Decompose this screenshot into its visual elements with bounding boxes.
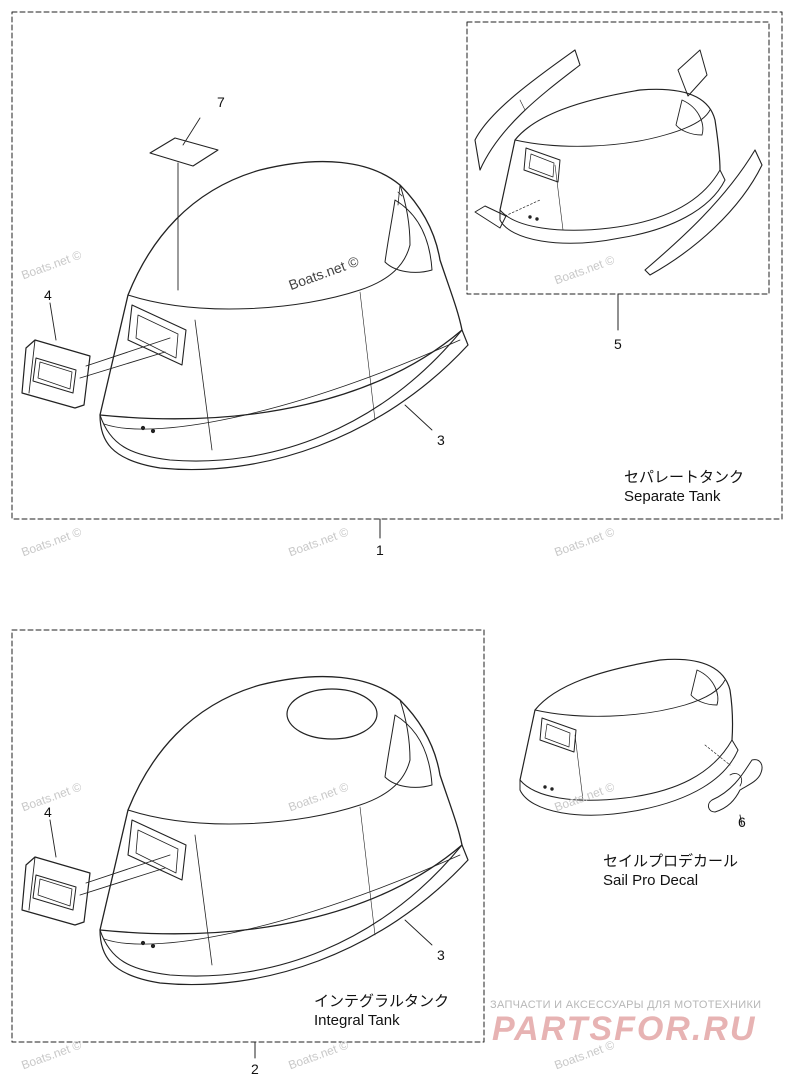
caption-separate-tank: セパレートタンク Separate Tank — [624, 468, 744, 506]
banner-tagline: ЗАПЧАСТИ И АКСЕССУАРЫ ДЛЯ МОТОТЕХНИКИ — [490, 999, 762, 1011]
top-cowling-integral — [99, 675, 469, 986]
assembly-5-frame — [466, 21, 770, 295]
assembly-2-frame — [11, 629, 485, 1043]
decal-5-top-right — [677, 49, 708, 97]
cowling-small-separate — [499, 88, 726, 244]
callout-6: 6 — [738, 814, 746, 830]
grommet-4-bottom — [21, 856, 91, 926]
top-cowling-separate — [99, 160, 469, 471]
callout-4-top: 4 — [44, 287, 52, 303]
caption-integral-jp: インテグラルタンク — [314, 993, 450, 1010]
caption-sailpro-jp: セイルプロデカール — [603, 853, 739, 870]
caption-integral-en: Integral Tank — [314, 1012, 400, 1029]
callout-3-bottom: 3 — [437, 947, 445, 963]
callout-7: 7 — [217, 94, 225, 110]
caption-sailpro-en: Sail Pro Decal — [603, 872, 699, 889]
caption-separate-jp: セパレートタンク — [624, 469, 745, 486]
callout-1: 1 — [376, 542, 384, 558]
decal-7 — [149, 137, 219, 167]
decal-5-right — [644, 149, 763, 276]
caption-integral-tank: インテグラルタンク Integral Tank — [314, 992, 449, 1030]
cowling-sail-pro — [519, 658, 739, 816]
assembly-1-frame — [11, 11, 783, 520]
grommet-4-top — [21, 339, 91, 409]
callout-3-top: 3 — [437, 432, 445, 448]
callout-5: 5 — [614, 336, 622, 352]
decal-5-left — [474, 49, 581, 171]
caption-separate-en: Separate Tank — [624, 488, 721, 505]
caption-sail-pro: セイルプロデカール Sail Pro Decal — [603, 852, 738, 890]
decal-5-front — [474, 205, 507, 229]
callout-4-bottom: 4 — [44, 804, 52, 820]
callout-2: 2 — [251, 1061, 259, 1077]
decal-6 — [707, 759, 763, 813]
fuel-cap-opening — [286, 688, 378, 740]
banner-logo: PARTSFOR.RU — [492, 1010, 757, 1048]
